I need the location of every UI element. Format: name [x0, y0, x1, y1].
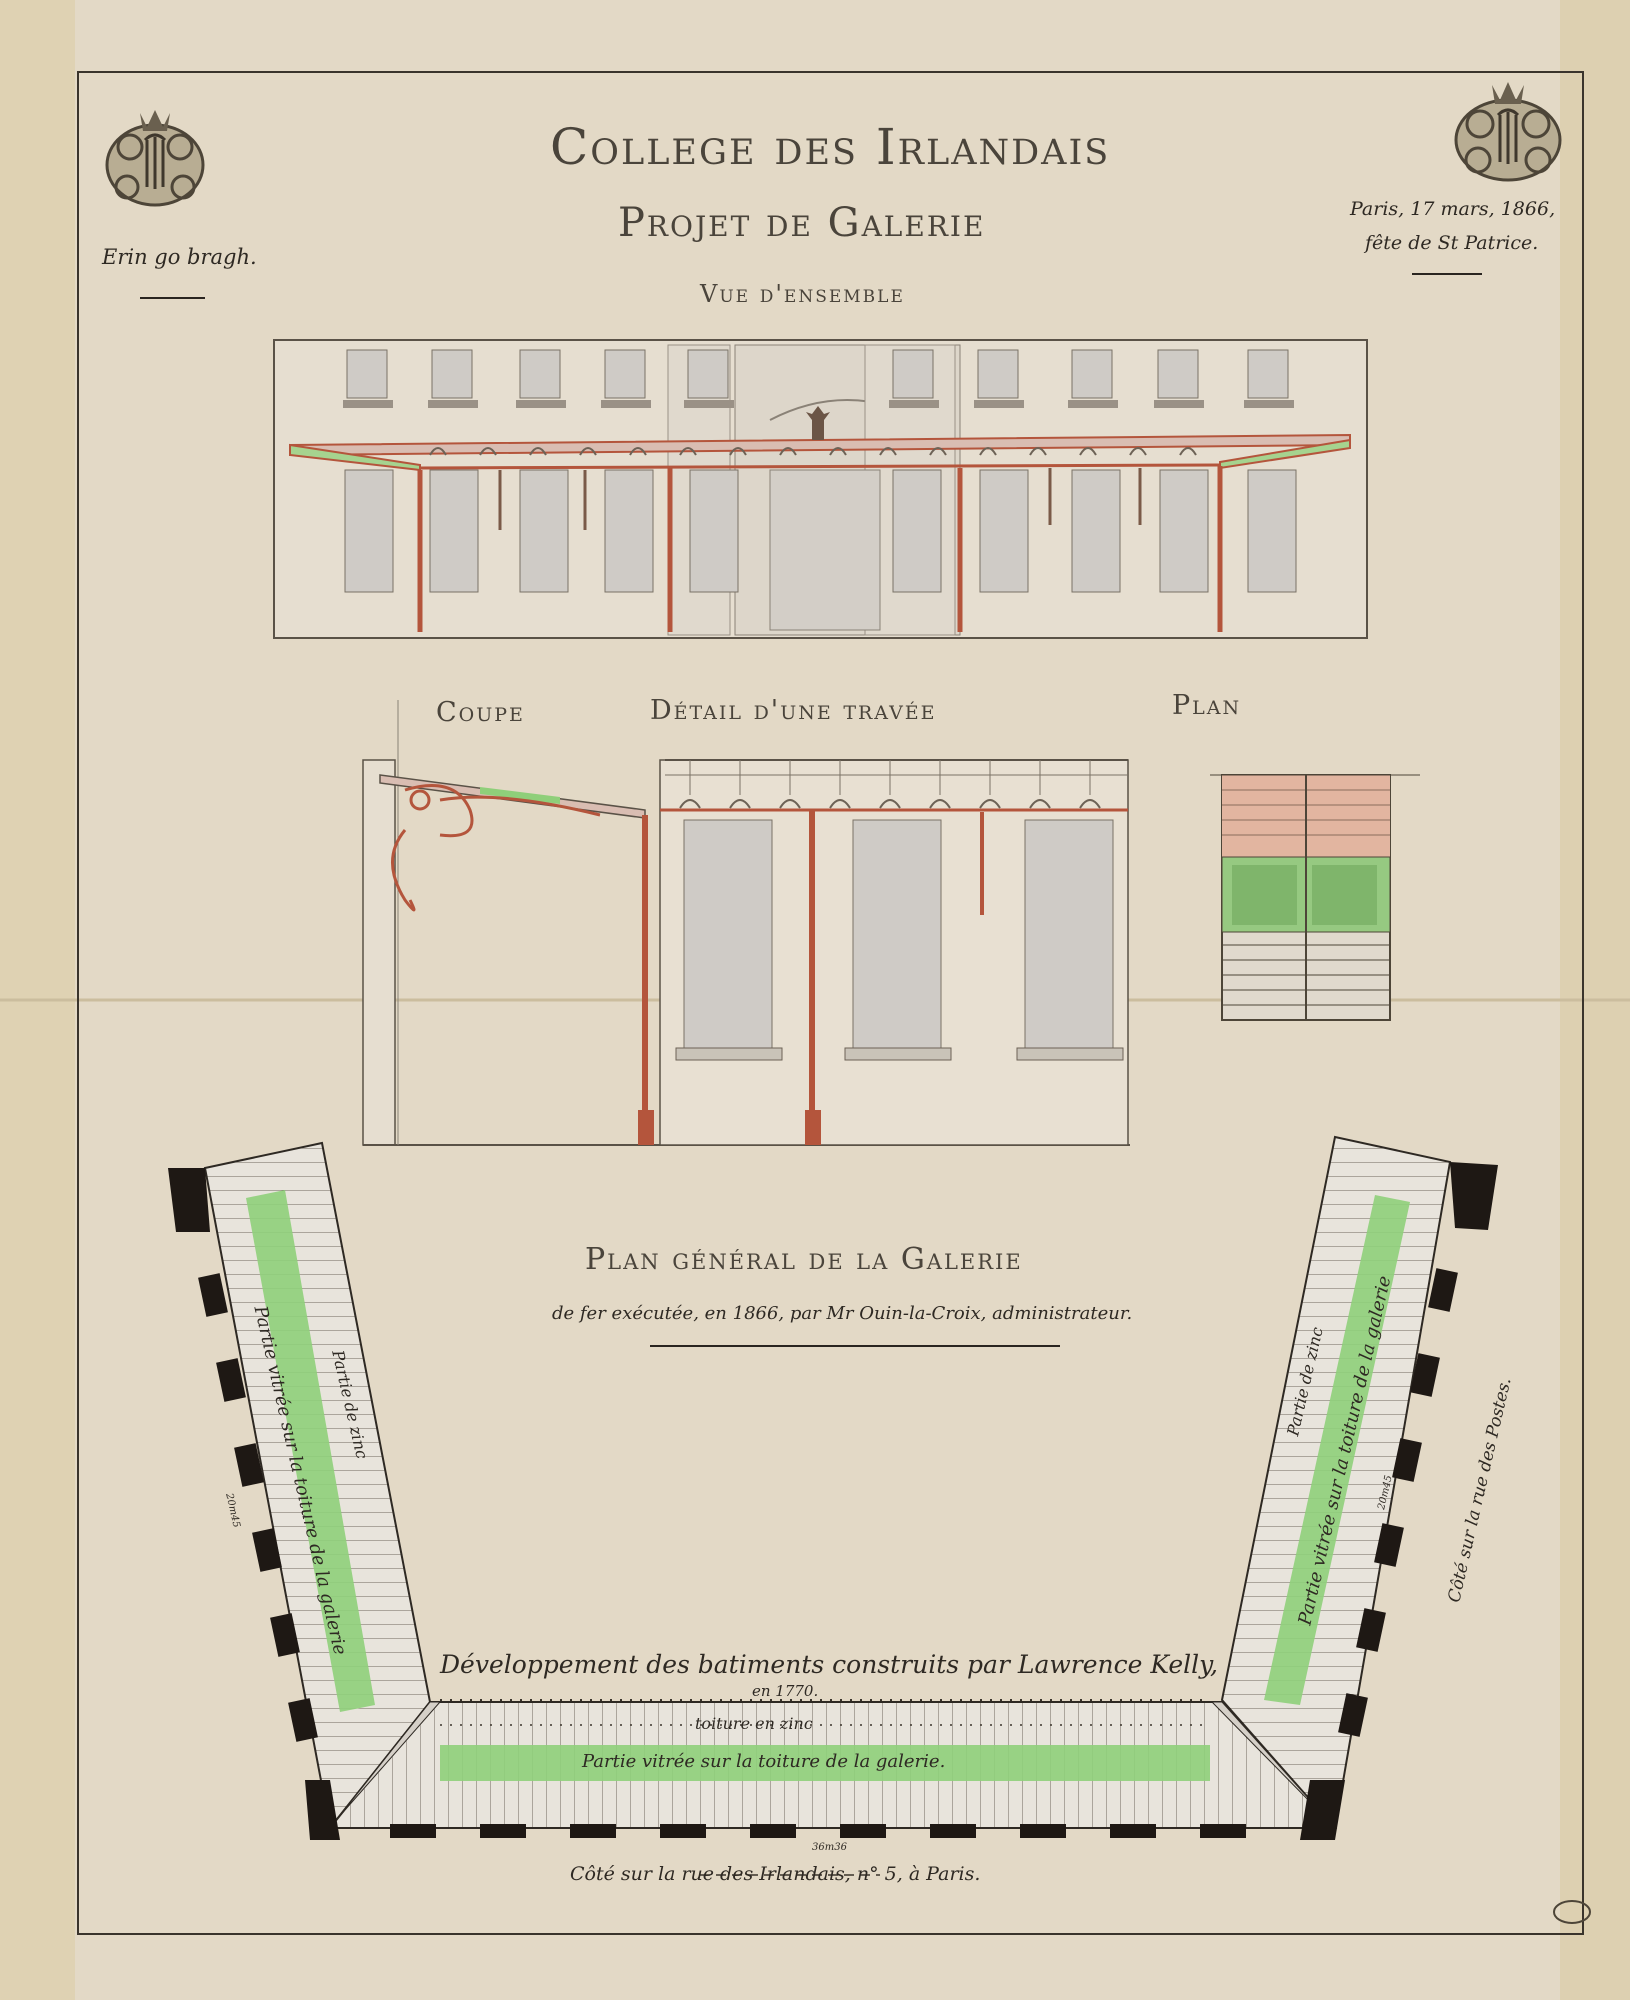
general-plan-title: Plan général de la Galerie	[585, 1242, 1023, 1277]
label-coupe: Coupe	[436, 697, 525, 728]
bottom-dimension: 36m36	[812, 1842, 847, 1853]
right-crest-emblem	[1454, 82, 1562, 182]
section-cut-view	[362, 700, 1130, 1146]
title-line-1: College des Irlandais	[550, 118, 1111, 176]
elevation-view	[273, 339, 1368, 639]
motto: Erin go bragh.	[102, 245, 257, 269]
label-plan: Plan	[1172, 690, 1242, 721]
left-crest-emblem	[105, 110, 205, 207]
title-line-2: Projet de Galerie	[618, 200, 986, 246]
bay-plan-view	[1210, 774, 1420, 1021]
development-line-1: Développement des batiments construits p…	[440, 1650, 1218, 1679]
bay-detail-view	[659, 759, 1129, 1146]
label-detail: Détail d'une travée	[650, 695, 937, 726]
date-line-2: fête de St Patrice.	[1365, 232, 1539, 254]
date-underline	[1412, 273, 1482, 275]
development-line-2: en 1770.	[752, 1682, 819, 1700]
sheet-border	[77, 71, 1584, 1935]
general-plan-subtitle: de fer exécutée, en 1866, par Mr Ouin-la…	[552, 1303, 1133, 1324]
general-plan-view	[168, 1135, 1498, 1876]
title-line-3: Vue d'ensemble	[700, 280, 905, 308]
bottom-street-label: Côté sur la rue des Irlandais, n° 5, à P…	[570, 1863, 981, 1885]
library-stamp	[1553, 1900, 1591, 1924]
roof-zinc-label: toiture en zinc	[695, 1714, 813, 1733]
bottom-glass-label: Partie vitrée sur la toiture de la galer…	[582, 1751, 946, 1772]
date-line-1: Paris, 17 mars, 1866,	[1350, 198, 1556, 220]
motto-underline	[140, 297, 205, 299]
general-plan-underline	[650, 1345, 1060, 1347]
